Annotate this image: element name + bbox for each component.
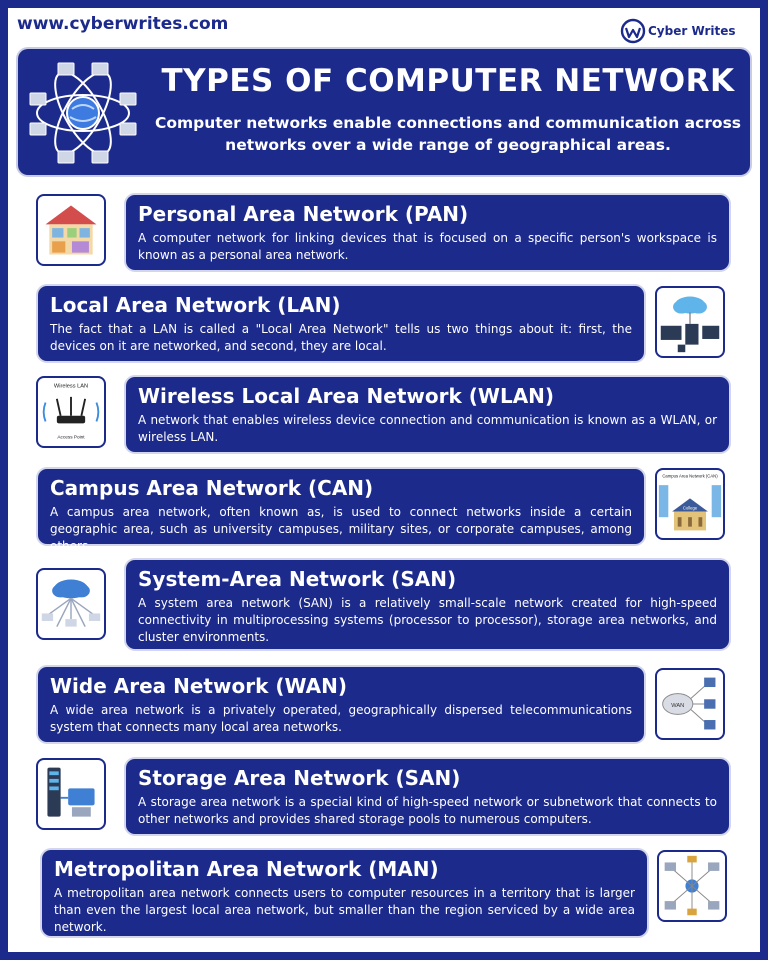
brand[interactable]: Cyber Writes (620, 17, 736, 45)
house-devices-icon (45, 205, 97, 255)
network-title: Campus Area Network (CAN) (50, 476, 374, 500)
wan-image: WAN (655, 668, 725, 740)
wireless-router-icon: Wireless LAN Access Point (42, 383, 100, 439)
network-description: A system area network (SAN) is a relativ… (138, 596, 717, 644)
image-caption: Wireless LAN (54, 383, 88, 389)
wlan-image: Wireless LAN Access Point (36, 376, 106, 448)
network-card-wan: Wide Area Network (WAN) A wide area netw… (38, 667, 644, 742)
wan-diagram-icon: WAN (662, 677, 716, 730)
man-diagram-icon (664, 855, 720, 916)
hero-banner: TYPES OF COMPUTER NETWORK Computer netwo… (18, 49, 750, 175)
network-card-lan: Local Area Network (LAN) The fact that a… (38, 286, 644, 361)
network-description: A metropolitan area network connects use… (54, 886, 635, 934)
storage-servers-icon (47, 767, 95, 817)
network-description: A campus area network, often known as, i… (50, 505, 632, 553)
cloud-network-icon (41, 579, 101, 627)
network-title: Metropolitan Area Network (MAN) (54, 857, 439, 881)
network-card-can: Campus Area Network (CAN) A campus area … (38, 469, 644, 553)
network-title: Personal Area Network (PAN) (138, 202, 469, 226)
page-title: TYPES OF COMPUTER NETWORK (161, 63, 735, 99)
campus-building-icon: Campus Area Network (CAN) College (658, 474, 722, 531)
brand-name: Cyber Writes (648, 24, 736, 38)
network-description: A storage area network is a special kind… (138, 795, 717, 826)
network-description: A network that enables wireless device c… (138, 413, 717, 444)
network-description: The fact that a LAN is called a "Local A… (50, 322, 632, 353)
storage-san-image (36, 758, 106, 830)
network-title: Local Area Network (LAN) (50, 293, 341, 317)
network-card-storage-san: Storage Area Network (SAN) A storage are… (126, 759, 729, 834)
can-image: Campus Area Network (CAN) College (655, 468, 725, 540)
man-image (657, 850, 727, 922)
network-description: A wide area network is a privately opera… (50, 703, 632, 734)
image-caption: College (683, 506, 698, 511)
image-caption: WAN (671, 703, 684, 709)
pan-image (36, 194, 106, 266)
network-card-pan: Personal Area Network (PAN) A computer n… (126, 195, 729, 270)
image-caption: Access Point (57, 434, 85, 439)
network-title: System-Area Network (SAN) (138, 567, 457, 591)
lan-image (655, 286, 725, 358)
image-caption: Campus Area Network (CAN) (662, 474, 718, 479)
cyber-writes-logo-icon (620, 18, 646, 44)
network-title: Wireless Local Area Network (WLAN) (138, 384, 555, 408)
system-san-image (36, 568, 106, 640)
cloud-computers-icon (660, 296, 720, 353)
globe-network-icon (29, 62, 137, 164)
network-description: A computer network for linking devices t… (138, 231, 717, 262)
network-title: Storage Area Network (SAN) (138, 766, 461, 790)
page-subtitle: Computer networks enable connections and… (154, 114, 742, 154)
network-card-system-san: System-Area Network (SAN) A system area … (126, 560, 729, 649)
site-url[interactable]: www.cyberwrites.com (17, 14, 229, 34)
network-card-man: Metropolitan Area Network (MAN) A metrop… (42, 850, 647, 936)
network-card-wlan: Wireless Local Area Network (WLAN) A net… (126, 377, 729, 452)
network-title: Wide Area Network (WAN) (50, 674, 347, 698)
